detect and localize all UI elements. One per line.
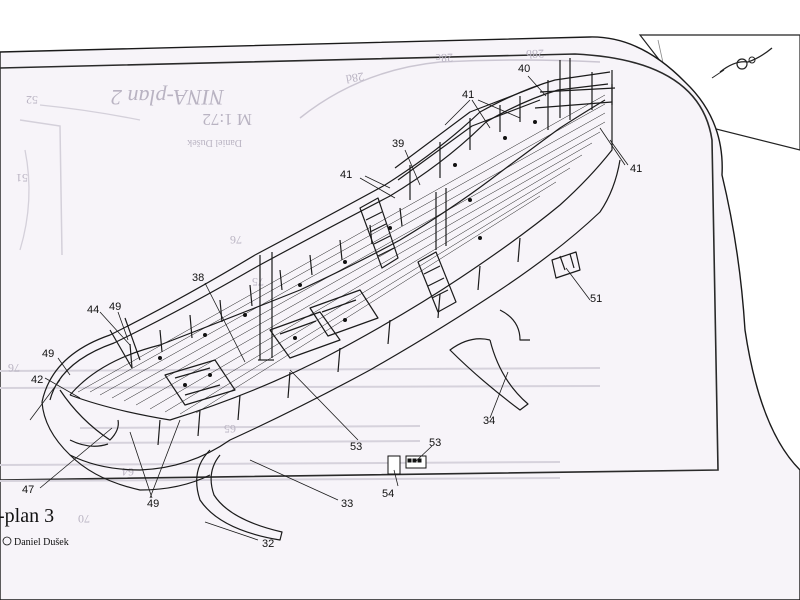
callout-54: 54 (382, 488, 394, 500)
callout-51: 51 (590, 293, 602, 305)
callout-38: 38 (192, 272, 204, 284)
bg-number: 52 (26, 93, 38, 107)
plan3-title-block: -plan 3 Daniel Dušek (0, 505, 69, 548)
plan-scale: M 1:72 (202, 110, 252, 129)
bg-number: 28d (345, 69, 365, 86)
bg-number: 76 (8, 361, 20, 375)
plan-author: Daniel Dušek (187, 137, 242, 148)
callout-40: 40 (518, 63, 530, 75)
plan3-title: -plan 3 (0, 505, 54, 527)
background-labels: 52 51 76 76 75 65 64 70 28d 28c 28b (8, 47, 544, 526)
plan-title: NINA-plan 2 (111, 85, 225, 110)
deck-fixtures (158, 120, 537, 387)
plan2-title-block: NINA-plan 2 M 1:72 Daniel Dušek (111, 85, 252, 148)
part-53-54-detail (387, 455, 427, 475)
bg-number: 51 (16, 171, 28, 185)
bg-number: 65 (224, 422, 236, 436)
callout-49: 49 (42, 348, 54, 360)
bg-number: 28c (435, 51, 453, 66)
bg-number: 76 (230, 233, 242, 247)
callout-leaders (39, 75, 629, 541)
callout-41: 41 (462, 89, 474, 101)
copyright-icon (2, 536, 12, 546)
callout-49: 49 (109, 301, 121, 313)
callout-53: 53 (429, 437, 441, 449)
callout-47: 47 (22, 484, 34, 496)
bg-number: 64 (122, 465, 134, 479)
bg-number: 70 (78, 512, 90, 526)
callout-49: 49 (147, 498, 159, 510)
callout-42: 42 (31, 374, 43, 386)
callout-39: 39 (392, 138, 404, 150)
callout-34: 34 (483, 415, 495, 427)
plan3-author: Daniel Dušek (14, 537, 69, 548)
callout-33: 33 (341, 498, 353, 510)
callout-44: 44 (87, 304, 99, 316)
callout-labels: 40 41 39 41 41 38 44 49 49 42 51 34 53 5… (22, 63, 642, 550)
bg-number: 75 (252, 275, 264, 289)
callout-41: 41 (630, 163, 642, 175)
callout-32: 32 (262, 538, 274, 550)
bg-number: 28b (526, 47, 544, 62)
callout-53: 53 (350, 441, 362, 453)
callout-41: 41 (340, 169, 352, 181)
